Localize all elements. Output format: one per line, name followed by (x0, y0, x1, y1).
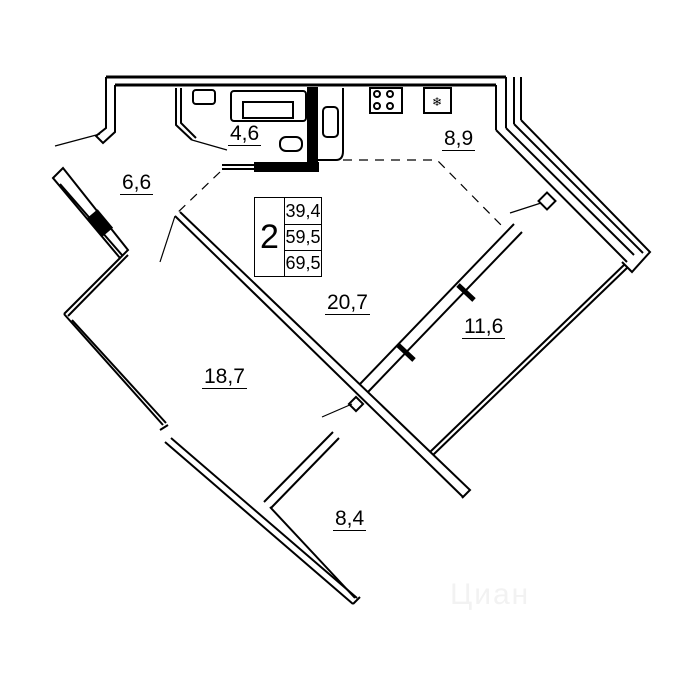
room-area-balcony-bottom: 8,4 (333, 507, 367, 531)
room-area-living-room: 20,7 (325, 291, 370, 315)
right-exterior-wall (495, 119, 652, 274)
watermark: Циан (450, 578, 531, 611)
top-wall (106, 75, 506, 87)
room-area-kitchen: 8,9 (442, 127, 476, 151)
room-area-bedroom: 18,7 (202, 365, 247, 389)
room-area-hall: 6,6 (120, 171, 154, 195)
bedroom-wall (174, 211, 472, 499)
apartment-summary: 2 39,4 59,5 69,5 (254, 197, 322, 277)
left-entry-wall (94, 77, 116, 145)
rooms-count: 2 (255, 198, 285, 276)
zone-divider (174, 159, 504, 228)
room-area-balcony-right: 11,6 (462, 315, 506, 339)
total-area: 59,5 (285, 224, 321, 251)
living-area: 39,4 (285, 198, 321, 225)
total-area-with-balconies: 69,5 (285, 253, 321, 273)
room-area-bathroom: 4,6 (228, 122, 262, 146)
fridge-icon: ❄ (432, 95, 442, 109)
